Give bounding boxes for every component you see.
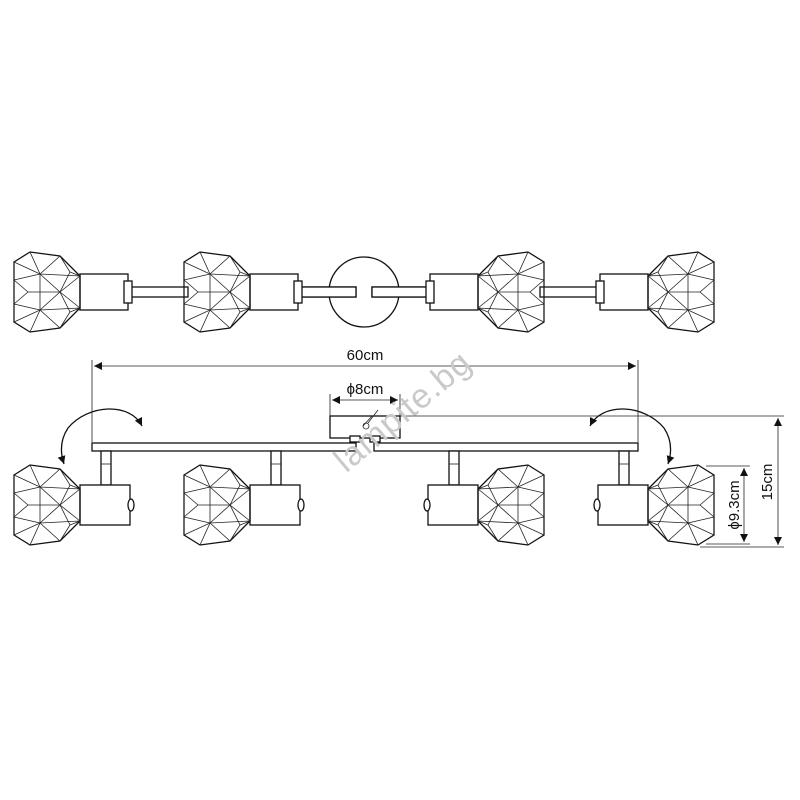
top-arm-left	[127, 286, 189, 298]
front-spot-4-body	[597, 484, 649, 526]
front-spot-3-shade	[477, 464, 545, 546]
front-spot-4-joint	[618, 450, 630, 486]
dimension-lines	[91, 360, 784, 548]
top-spot-3	[425, 251, 545, 333]
shade-diameter-label: ϕ9.3cm	[726, 480, 743, 529]
front-spot-2-shade	[183, 464, 251, 546]
top-spot-1-shade	[13, 251, 81, 333]
top-spot-4	[595, 251, 715, 333]
front-bar-left	[91, 442, 357, 452]
front-spot-3-joint	[448, 450, 460, 486]
rotation-arrow-left-icon	[57, 408, 143, 465]
base-diameter-label: ϕ8cm	[347, 381, 384, 398]
front-spot-3-body	[427, 484, 479, 526]
front-bar-right	[373, 442, 639, 452]
rotation-arrow-right-icon	[589, 408, 675, 465]
front-spot-4	[593, 450, 715, 546]
front-spot-2-joint	[270, 450, 282, 486]
front-spot-3	[423, 450, 545, 546]
width-label: 60cm	[347, 347, 384, 364]
front-spot-1-body	[79, 484, 131, 526]
front-mounting-base	[329, 415, 401, 439]
top-spot-3-shade	[477, 251, 545, 333]
top-spot-3-body	[429, 273, 479, 311]
top-spot-2-shade	[183, 251, 251, 333]
front-spot-1	[13, 450, 135, 546]
front-spot-2	[183, 450, 305, 546]
top-spot-4-body	[599, 273, 649, 311]
top-spot-1-body	[79, 273, 129, 311]
top-view	[13, 251, 715, 333]
front-spot-4-shade	[647, 464, 715, 546]
top-spot-4-shade	[647, 251, 715, 333]
front-view	[13, 408, 715, 546]
height-label: 15cm	[759, 464, 776, 501]
top-arm-right	[539, 286, 601, 298]
top-spot-2	[183, 251, 303, 333]
front-spot-1-joint	[100, 450, 112, 486]
front-spot-2-body	[249, 484, 301, 526]
top-spot-1	[13, 251, 133, 333]
top-spot-2-body	[249, 273, 299, 311]
front-spot-1-shade	[13, 464, 81, 546]
